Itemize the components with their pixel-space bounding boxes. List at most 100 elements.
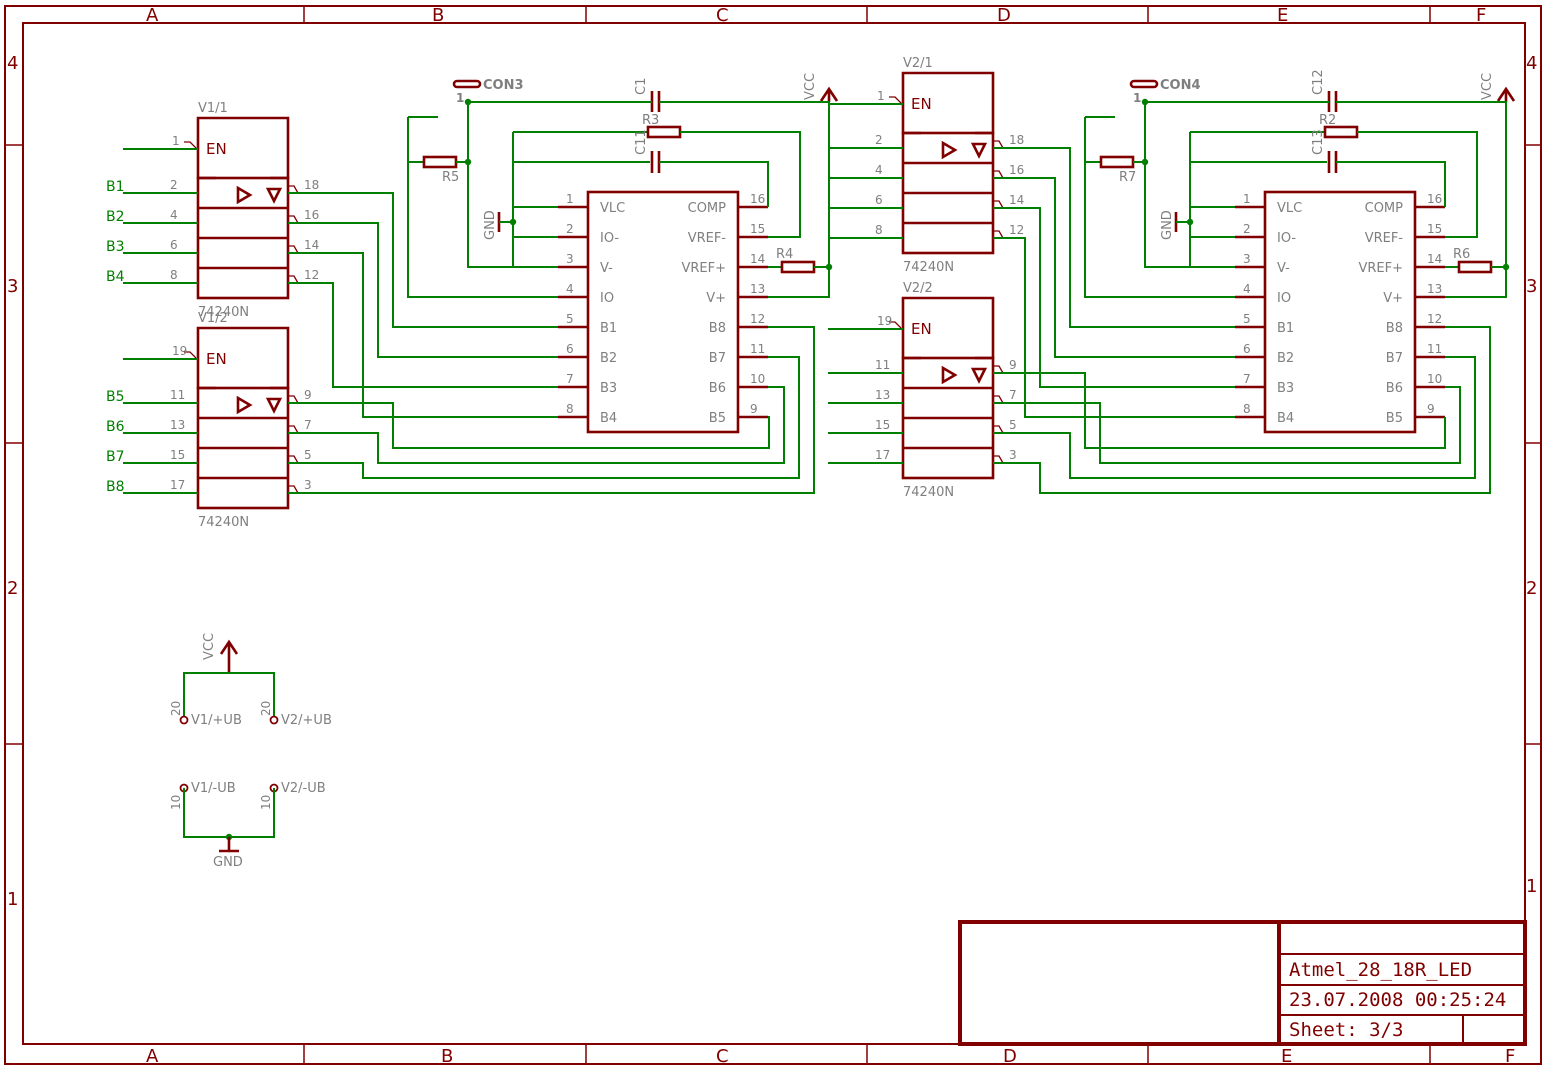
col-label-c-top: C (716, 5, 729, 26)
connector-label: CON3 (483, 78, 524, 93)
enable-label: EN (206, 350, 227, 368)
input-pin-number: 4 (170, 208, 178, 222)
col-label-e-bottom: E (1281, 1046, 1292, 1067)
output-pin-number: 7 (304, 418, 312, 432)
output-pin-number: 18 (304, 178, 319, 192)
col-label-a-top: A (146, 5, 159, 26)
part-number: 74240N (903, 485, 954, 500)
right-pin-number: 10 (750, 372, 765, 386)
left-pin-number: 3 (1243, 252, 1251, 266)
left-pin-number: 2 (1243, 222, 1251, 236)
right-pin-name: VREF+ (681, 261, 726, 276)
output-pin-mark (288, 425, 299, 434)
right-pin-name: B6 (709, 381, 726, 396)
left-pin-name: V- (1277, 261, 1290, 276)
output-pin-number: 12 (1009, 223, 1024, 237)
power-pin-number: 20 (259, 701, 273, 716)
net-label: B5 (106, 389, 125, 405)
bus-right (993, 147, 1491, 494)
connector-label: CON4 (1160, 78, 1201, 93)
bus-b8 (993, 326, 1491, 494)
left-pin-name: B3 (600, 381, 617, 396)
power-pin-label: V1/+UB (191, 713, 242, 728)
bus-b3 (288, 282, 558, 388)
right-pin-name: V+ (706, 291, 726, 306)
buffer-triangle (236, 395, 253, 415)
output-pin-mark (288, 185, 299, 194)
left-pin-name: B4 (1277, 411, 1294, 426)
connector-pin-number: 1 (456, 91, 464, 105)
power-pin-label: V2/+UB (281, 713, 332, 728)
res-left-label: R7 (1119, 170, 1136, 185)
col-label-d-bottom: D (1003, 1046, 1017, 1067)
left-pin-name: B1 (1277, 321, 1294, 336)
left-pin-number: 6 (566, 342, 574, 356)
junction-dot (464, 98, 472, 106)
vcc-rail (1336, 101, 1507, 298)
cap-top-label: C12 (1311, 69, 1326, 95)
cap-top-label: C1 (634, 78, 649, 95)
input-pin-number: 11 (875, 358, 890, 372)
gnd-net (1189, 132, 1235, 268)
output-pin-number: 3 (304, 478, 312, 492)
sheet-number: Sheet: 3/3 (1289, 1019, 1403, 1041)
right-pin-number: 11 (1427, 342, 1442, 356)
col-label-e-top: E (1277, 5, 1288, 26)
junction-dot (825, 263, 833, 271)
bus-b6 (993, 386, 1461, 464)
net-label: B6 (106, 419, 125, 435)
right-pin-name: B8 (1386, 321, 1403, 336)
io-wire (1084, 117, 1235, 298)
res-top-wire-right (680, 131, 801, 238)
right-pin-name: V+ (1383, 291, 1403, 306)
right-pin-number: 11 (750, 342, 765, 356)
connector-symbol (1129, 79, 1159, 89)
input-pin-number: 15 (170, 448, 185, 462)
gnd-label: GND (213, 855, 243, 870)
left-pin-name: VLC (600, 201, 625, 216)
output-pin-number: 5 (304, 448, 312, 462)
left-pin-name: B4 (600, 411, 617, 426)
bus-b4 (288, 252, 558, 418)
right-pin-number: 12 (750, 312, 765, 326)
input-pin-number: 2 (875, 133, 883, 147)
enable-pin-number: 1 (172, 134, 180, 148)
right-pin-number: 15 (1427, 222, 1442, 236)
enable-pin-number: 19 (877, 314, 892, 328)
connector-pin-number: 1 (1133, 91, 1141, 105)
output-pin-mark (993, 200, 1004, 209)
col-label-a-bottom: A (146, 1046, 159, 1067)
inverter-triangle (265, 187, 283, 204)
bus-b5 (993, 372, 1446, 449)
enable-label: EN (911, 95, 932, 113)
part-number: 74240N (903, 260, 954, 275)
input-pin-number: 8 (875, 223, 883, 237)
enable-pin-number: 19 (172, 344, 187, 358)
bus-b7 (288, 356, 800, 479)
res-right-label: R6 (1453, 247, 1470, 262)
left-pin-name: B2 (1277, 351, 1294, 366)
output-pin-mark (288, 395, 299, 404)
right-pin-number: 13 (1427, 282, 1442, 296)
left-pin-number: 2 (566, 222, 574, 236)
left-pin-name: B1 (600, 321, 617, 336)
net-label: B4 (106, 269, 125, 285)
left-pin-name: B3 (1277, 381, 1294, 396)
gnd-label: GND (483, 210, 498, 240)
gate-label: V1/1 (198, 101, 228, 116)
junction-dot (464, 158, 472, 166)
output-pin-mark (288, 215, 299, 224)
left-pin-number: 1 (1243, 192, 1251, 206)
res-top-body (1323, 125, 1359, 139)
right-pin-number: 9 (1427, 402, 1435, 416)
input-pin-number: 8 (170, 268, 178, 282)
right-pin-number: 13 (750, 282, 765, 296)
junction-dot (509, 218, 517, 226)
res-top-label: R3 (642, 113, 659, 128)
inverter-triangle (970, 367, 988, 384)
bus-left (288, 192, 815, 494)
input-pin-number: 6 (875, 193, 883, 207)
right-pin-name: VREF+ (1358, 261, 1403, 276)
